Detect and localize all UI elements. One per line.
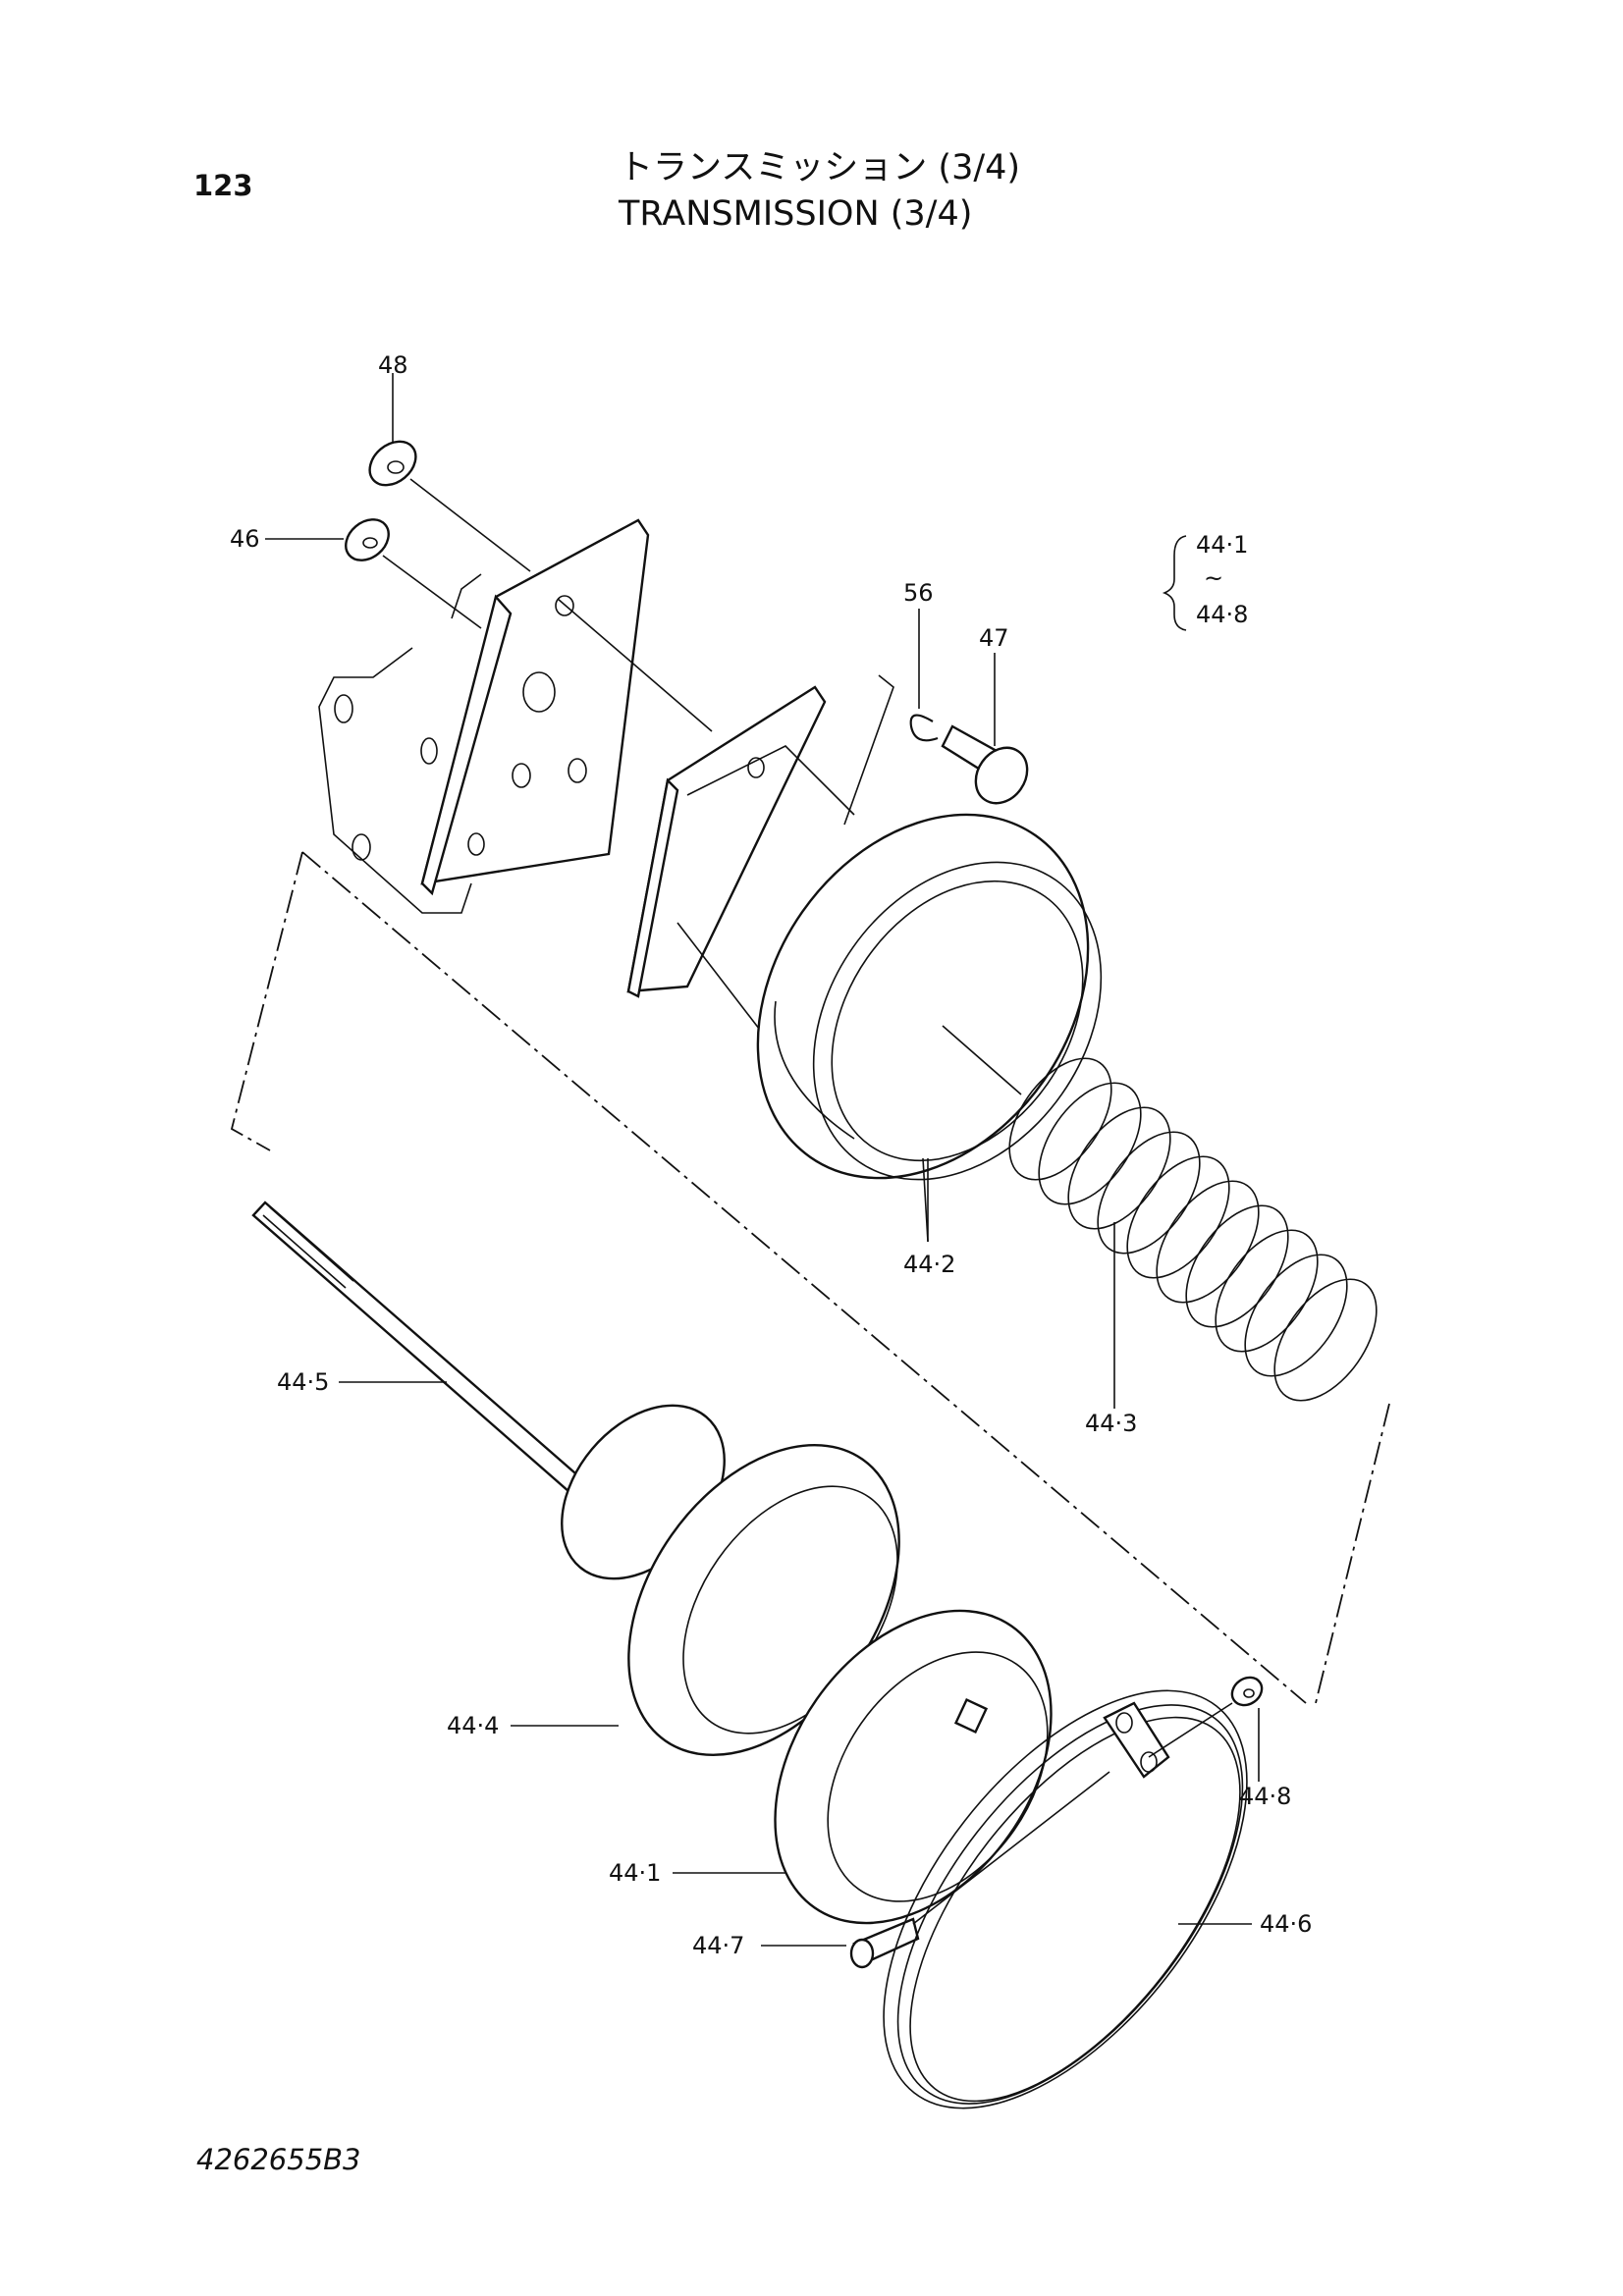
callout-44-3: 44·3 (1085, 1410, 1137, 1437)
range-note: 44·1 ~ 44·8 (1162, 531, 1248, 631)
callout-44-7: 44·7 (692, 1932, 744, 1959)
part-44-6-band: 44·6 (883, 1689, 1312, 2109)
part-44-2-cylinder: 44·2 (756, 813, 1103, 1278)
callout-47: 47 (979, 624, 1009, 652)
part-44-1-piston: 44·1 (609, 1609, 1053, 1925)
callout-48: 48 (378, 351, 408, 379)
callout-44-8: 44·8 (1239, 1783, 1291, 1810)
callout-44-5: 44·5 (277, 1368, 329, 1396)
part-46-nut: 46 (230, 518, 482, 629)
callout-56: 56 (903, 579, 934, 607)
range-from-label: 44·1 (1196, 531, 1248, 559)
page-number: 123 (193, 169, 253, 202)
part-44-8-nut: 44·8 (1148, 1676, 1291, 1810)
callout-44-1: 44·1 (609, 1859, 661, 1887)
assembly-envelope (230, 851, 1390, 1704)
part-48-nut: 48 (368, 351, 531, 572)
callout-44-2: 44·2 (903, 1251, 955, 1278)
range-brace (1162, 535, 1187, 631)
callout-44-6: 44·6 (1260, 1910, 1312, 1938)
drawing-code: 4262655B3 (196, 2143, 361, 2176)
housing-flange (557, 598, 855, 1051)
part-44-3-spring: 44·3 (1008, 1057, 1378, 1437)
part-47-bolt: 47 (941, 624, 1029, 805)
callout-46: 46 (230, 525, 260, 553)
part-56-snap-ring: 56 (843, 579, 939, 826)
mounting-bracket (318, 518, 650, 914)
range-to-label: 44·8 (1196, 601, 1248, 628)
range-tilde: ~ (1204, 564, 1223, 592)
part-44-5-rod: 44·5 (251, 1201, 616, 1522)
title-english: TRANSMISSION (3/4) (619, 194, 973, 234)
title-japanese: トランスミッション (3/4) (619, 148, 1021, 187)
callout-44-4: 44·4 (447, 1712, 499, 1739)
